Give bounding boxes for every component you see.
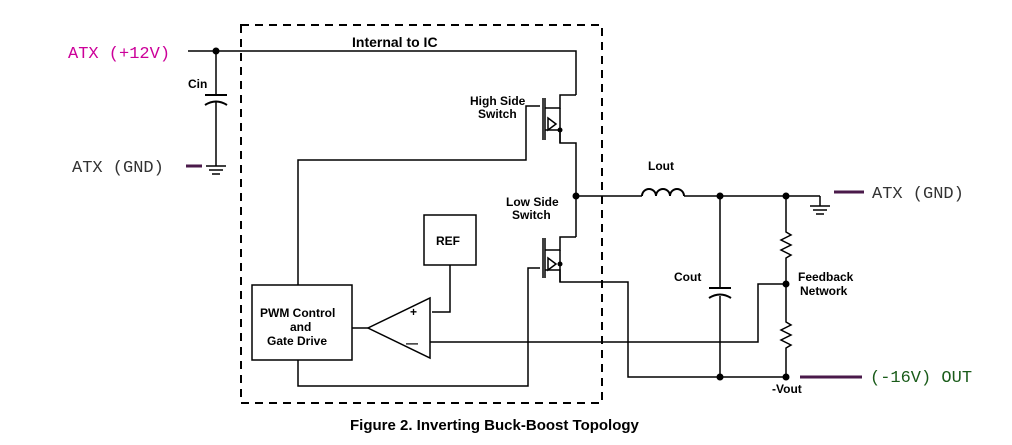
ic-boundary xyxy=(240,24,603,404)
feedback-label-2: Network xyxy=(800,284,848,298)
figure-caption: Figure 2. Inverting Buck-Boost Topology xyxy=(350,417,640,434)
feedback-label-1: Feedback xyxy=(798,270,854,284)
atx-gnd-left-label: ATX (GND) xyxy=(72,159,164,178)
lout-label: Lout xyxy=(648,159,674,173)
amp-plus-label: + xyxy=(410,305,417,319)
low-side-gate-wire xyxy=(297,267,540,387)
cout-plate-bottom xyxy=(708,293,732,299)
right-ground-symbol xyxy=(810,205,830,215)
lout-inductor xyxy=(641,188,685,197)
feedback-resistor-top xyxy=(779,196,793,284)
pwm-label-2: and xyxy=(290,320,311,334)
low-side-label-2: Switch xyxy=(512,208,551,222)
low-side-junction xyxy=(557,261,563,267)
switch-node-wire xyxy=(575,195,642,237)
high-side-label-2: Switch xyxy=(478,107,517,121)
cin-plate-bottom xyxy=(204,100,228,106)
high-side-switch xyxy=(542,94,577,196)
low-side-source-wire xyxy=(576,281,786,378)
low-side-label-1: Low Side xyxy=(506,195,559,209)
vout-junction-1 xyxy=(716,373,724,381)
cout-label: Cout xyxy=(674,270,701,284)
pwm-label-1: PWM Control xyxy=(260,306,335,320)
ic-boundary-label: Internal to IC xyxy=(352,34,438,50)
high-side-gate-wire xyxy=(297,105,540,285)
pwm-block xyxy=(251,284,353,361)
feedback-wire xyxy=(430,283,786,343)
amp-minus-label: — xyxy=(406,336,418,350)
atx-12v-label: ATX (+12V) xyxy=(68,45,170,64)
vout-junction-2 xyxy=(782,373,790,381)
low-side-switch xyxy=(542,236,576,283)
left-ground-symbol xyxy=(206,165,226,175)
feedback-resistor-bottom xyxy=(779,284,793,377)
ref-label: REF xyxy=(436,234,460,248)
out-label: (-16V) OUT xyxy=(870,369,972,388)
vout-label: -Vout xyxy=(772,382,802,396)
ref-wire xyxy=(432,265,451,313)
pwm-label-3: Gate Drive xyxy=(267,334,327,348)
atx-gnd-right-label: ATX (GND) xyxy=(872,185,964,204)
high-side-junction xyxy=(557,127,563,133)
high-side-label-1: High Side xyxy=(470,94,526,108)
cin-label: Cin xyxy=(188,77,207,91)
ref-block xyxy=(423,214,477,266)
low-side-diode xyxy=(547,250,561,282)
error-amplifier xyxy=(366,296,431,360)
high-side-diode xyxy=(547,108,561,143)
input-rail-wire xyxy=(188,50,577,95)
